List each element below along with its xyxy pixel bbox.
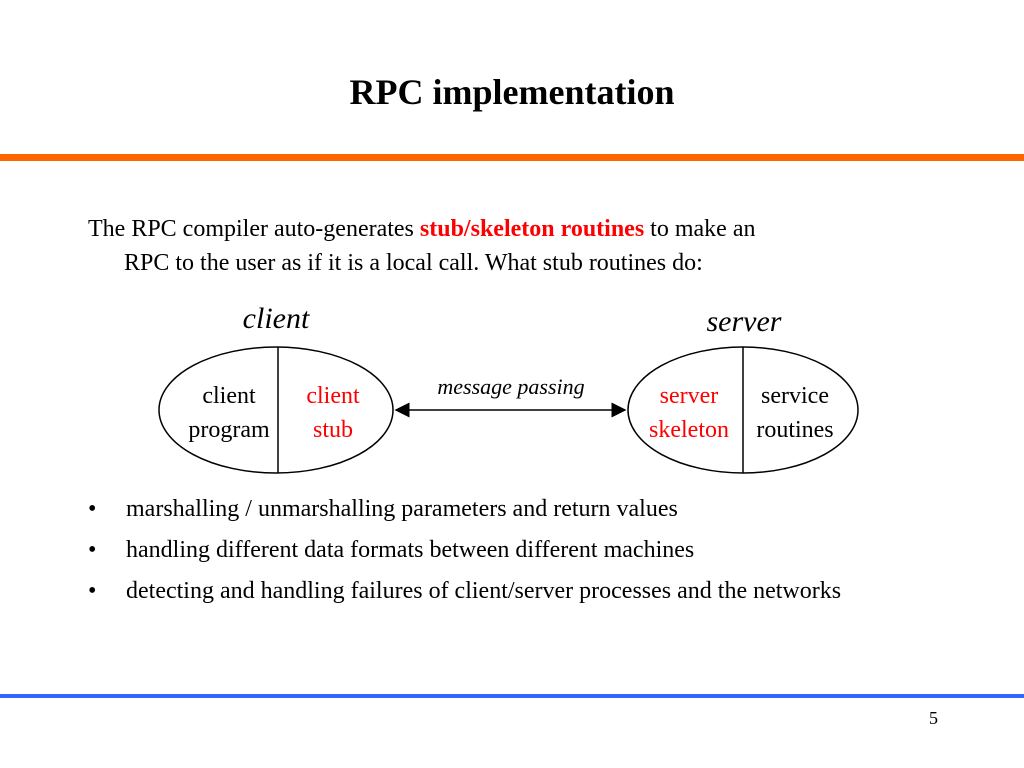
intro-text-start: The RPC compiler auto-generates — [88, 216, 420, 242]
client-stub-line2: stub — [313, 417, 353, 443]
list-item: • marshalling / unmarshalling parameters … — [88, 492, 908, 526]
list-item: • handling different data formats between… — [88, 533, 908, 567]
bullet-marker: • — [88, 537, 97, 563]
server-heading: server — [707, 305, 782, 338]
service-routines-line1: service — [761, 383, 829, 409]
footer-divider — [0, 694, 1024, 698]
service-routines-line2: routines — [756, 417, 833, 443]
list-item: • detecting and handling failures of clie… — [88, 574, 908, 608]
bullet-text: handling different data formats between … — [126, 537, 695, 563]
bullet-marker: • — [88, 496, 97, 522]
server-skeleton-line2: skeleton — [649, 417, 729, 443]
message-passing-label: message passing — [437, 374, 584, 399]
page-number: 5 — [929, 708, 938, 728]
bullet-text: detecting and handling failures of clien… — [126, 578, 842, 604]
title-divider — [0, 154, 1024, 161]
intro-text-line2: RPC to the user as if it is a local call… — [124, 250, 703, 276]
rpc-diagram: client server client program client stub… — [158, 302, 859, 474]
intro-paragraph: The RPC compiler auto-generates stub/ske… — [88, 212, 908, 280]
bullet-text: marshalling / unmarshalling parameters a… — [126, 496, 678, 522]
client-program-line1: client — [202, 383, 256, 409]
server-skeleton-line1: server — [660, 383, 719, 409]
bullet-marker: • — [88, 578, 97, 604]
client-stub-line1: client — [306, 383, 360, 409]
slide-title: RPC implementation — [349, 72, 675, 112]
client-heading: client — [243, 302, 310, 335]
client-program-line2: program — [188, 417, 270, 443]
bullet-list: • marshalling / unmarshalling parameters … — [88, 492, 908, 615]
intro-highlight: stub/skeleton routines — [419, 216, 645, 242]
client-ellipse — [158, 346, 394, 474]
intro-text-end: to make an — [644, 216, 756, 242]
